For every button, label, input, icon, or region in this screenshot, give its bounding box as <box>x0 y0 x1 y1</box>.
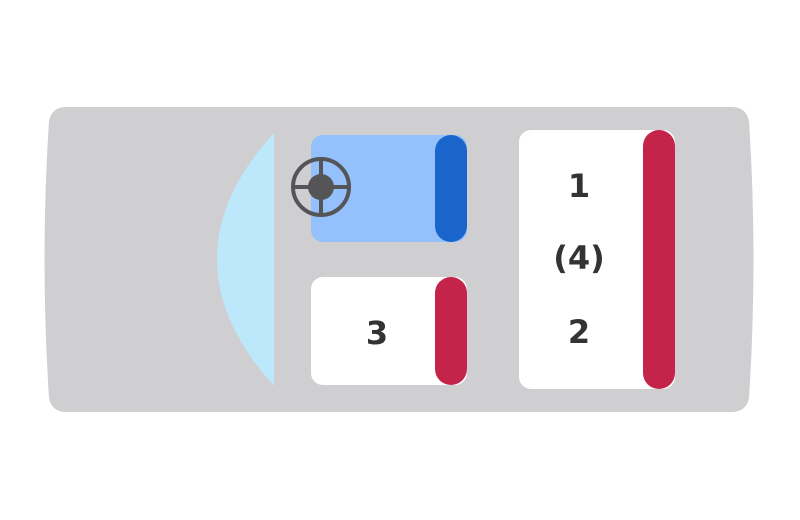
seat-number-2: 2 <box>567 313 591 351</box>
seat-rear-bench-back <box>643 130 675 389</box>
windshield <box>217 133 277 386</box>
windshield-shape <box>217 133 274 386</box>
seat-front-passenger[interactable]: 3 <box>311 277 467 385</box>
seat-driver-back <box>435 135 467 242</box>
seat-front-passenger-back <box>435 277 467 385</box>
seat-number-4: (4) <box>553 239 605 277</box>
seat-rear-bench[interactable]: 1 (4) 2 <box>519 130 675 389</box>
seat-number-1: 1 <box>567 167 591 205</box>
steering-wheel-icon <box>289 155 353 219</box>
seat-number-3: 3 <box>365 314 389 352</box>
